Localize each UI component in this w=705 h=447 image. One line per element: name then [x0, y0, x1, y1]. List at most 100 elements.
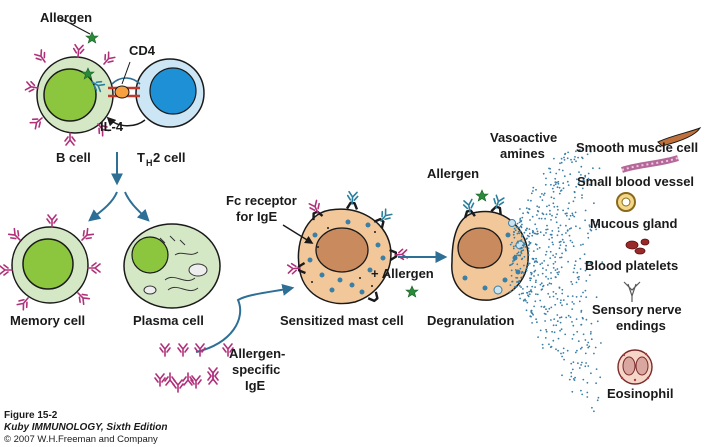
granule-dot	[589, 262, 592, 265]
granule-dot	[528, 290, 531, 293]
granule-dot	[582, 317, 584, 320]
granule-dot	[557, 273, 560, 276]
granule-dot	[564, 248, 567, 251]
granule-dot	[549, 213, 551, 216]
granule-dot	[530, 290, 533, 293]
granule-dot	[563, 241, 565, 244]
granule-dot	[541, 272, 544, 275]
granule-dot	[552, 324, 555, 327]
granule-dot	[595, 382, 597, 385]
granule-dot	[574, 264, 576, 267]
granule-dot	[586, 381, 589, 384]
granule-dot	[587, 177, 590, 180]
granule-dot	[520, 258, 523, 261]
granule-dot	[518, 221, 521, 224]
granule-dot	[536, 205, 539, 208]
granule-dot	[531, 215, 534, 218]
granule-dot	[516, 277, 519, 279]
granule-dot	[536, 230, 539, 233]
granule-dot	[584, 289, 587, 292]
caption-figure: Figure 15-2	[4, 410, 58, 421]
granule-dot	[593, 410, 595, 413]
granule-dot	[574, 351, 577, 354]
granule-dot	[574, 156, 576, 158]
granule-dot	[523, 255, 526, 258]
granule-dot	[570, 158, 572, 161]
granule-dot	[542, 284, 545, 287]
granule-dot	[544, 320, 546, 322]
granule-dot	[580, 323, 583, 326]
granule-dot	[586, 396, 589, 398]
granule-dot	[553, 206, 556, 208]
granule-dot	[525, 207, 528, 210]
granule-dot	[509, 290, 512, 293]
granule-dot	[562, 299, 565, 301]
granule-dot	[553, 157, 555, 160]
granule-dot	[600, 342, 602, 344]
granule-dot	[566, 349, 569, 352]
granule-dot	[540, 217, 543, 220]
granule-dot	[563, 175, 566, 178]
granule-dot	[546, 205, 548, 208]
label-degranulation: Degranulation	[427, 313, 514, 328]
granule-dot	[527, 260, 530, 263]
granule-dot	[577, 340, 580, 343]
granule-dot	[543, 260, 546, 262]
granule-dot	[527, 295, 530, 298]
granule-dot	[572, 324, 575, 327]
granule-dot	[524, 246, 527, 248]
granule-dot	[543, 312, 546, 315]
granule-dot	[556, 205, 559, 208]
granule-dot	[552, 190, 555, 193]
granule-dot	[517, 254, 520, 257]
granule-dot	[556, 213, 558, 216]
granule-dot	[587, 172, 590, 175]
granule-dot	[527, 247, 530, 250]
granule-dot	[592, 167, 594, 170]
blood-platelets-icon	[625, 238, 650, 255]
granule-dot	[509, 243, 512, 246]
label-th2-cell: T H 2 cell	[137, 150, 186, 168]
granule-dot	[512, 288, 515, 291]
granule-dot	[590, 372, 592, 375]
granule-dot	[521, 234, 523, 237]
granule-dot	[566, 303, 568, 306]
granule-dot	[513, 236, 516, 239]
granule-dot	[517, 251, 520, 254]
mucous-gland-icon	[616, 192, 636, 212]
label-eosinophil: Eosinophil	[607, 386, 673, 401]
granule-dot	[576, 271, 579, 274]
granule-dot	[560, 316, 563, 319]
granule-dot	[571, 368, 574, 371]
granule-dot	[581, 194, 583, 197]
granule-dot	[545, 330, 548, 333]
granule-dot	[549, 209, 551, 212]
granule-dot	[554, 303, 557, 306]
granule-dot	[519, 219, 521, 221]
caption-copyright: © 2007 W.H.Freeman and Company	[4, 434, 158, 445]
granule-dot	[512, 247, 515, 250]
eosinophil-icon	[617, 349, 653, 385]
granule-dot	[526, 285, 529, 288]
granule-dot	[586, 344, 589, 346]
granule-dot	[575, 160, 577, 163]
fc-receptor-pointer	[282, 224, 314, 244]
granule-dot	[526, 227, 528, 230]
label-plasma-cell: Plasma cell	[133, 313, 204, 328]
granule-dot	[580, 311, 583, 313]
granule-dot	[523, 231, 526, 234]
granule-dot	[579, 347, 582, 350]
granule-dot	[561, 374, 563, 377]
granule-dot	[588, 274, 591, 276]
granule-dot	[559, 162, 561, 165]
granule-dot	[568, 228, 571, 230]
granule-dot	[530, 199, 532, 202]
granule-dot	[558, 241, 561, 244]
granule-dot	[544, 217, 546, 220]
granule-dot	[553, 318, 556, 320]
granule-dot	[519, 247, 521, 250]
granule-dot	[550, 345, 553, 348]
granule-dot	[559, 244, 562, 247]
granule-dot	[574, 376, 576, 379]
